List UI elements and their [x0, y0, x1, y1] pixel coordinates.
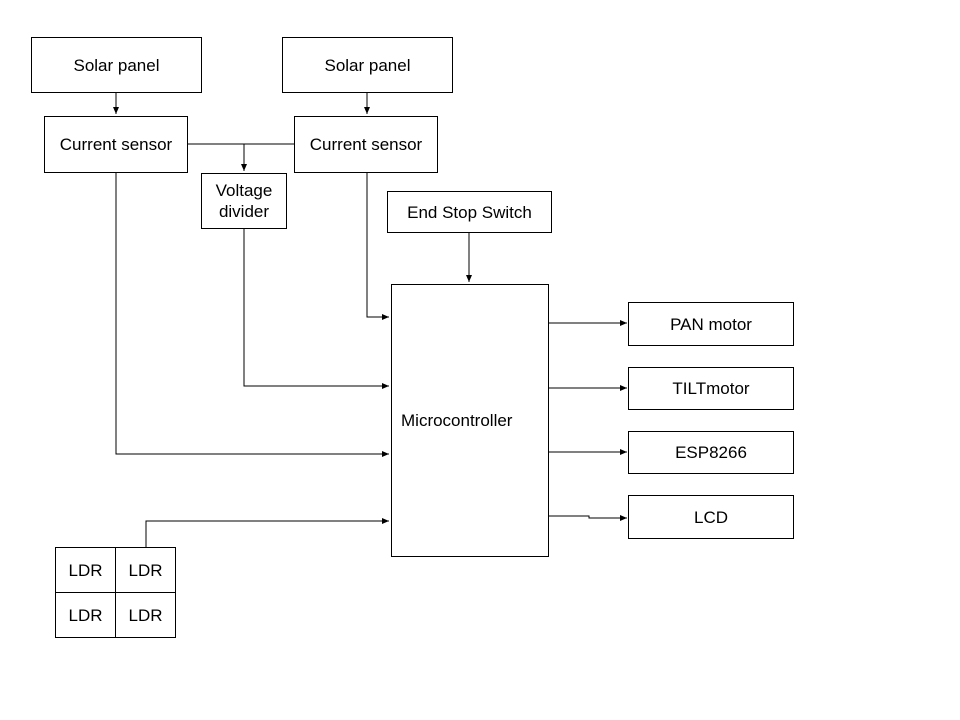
voltage-divider-block: Voltage divider: [201, 173, 287, 229]
lcd-label: LCD: [693, 507, 728, 527]
ldr-4-label: LDR: [128, 605, 163, 625]
wire-mcu-to-lcd: [549, 515, 627, 521]
current-sensor-1-block: Current sensor: [44, 116, 188, 173]
pan-motor-block: PAN motor: [628, 302, 794, 346]
esp8266-block: ESP8266: [628, 431, 794, 474]
ldr-cell-top-left: LDR: [55, 547, 116, 593]
tilt-motor-label: TILTmotor: [672, 379, 750, 398]
esp8266-label: ESP8266: [675, 443, 747, 462]
tilt-motor-block: TILTmotor: [628, 367, 794, 410]
microcontroller-block: Microcontroller: [391, 284, 549, 557]
current-sensor-2-block: Current sensor: [294, 116, 438, 173]
current-sensor-2-label: Current sensor: [309, 135, 423, 154]
ldr-3-label: LDR: [68, 605, 103, 625]
ldr-2-label: LDR: [128, 560, 163, 580]
wire-divider-to-mcu: [243, 229, 389, 389]
current-sensor-1-label: Current sensor: [59, 135, 173, 154]
ldr-cell-bottom-left: LDR: [55, 592, 116, 638]
solar-panel-1-label: Solar panel: [73, 55, 160, 75]
ldr-cell-bottom-right: LDR: [115, 592, 176, 638]
solar-panel-2-block: Solar panel: [282, 37, 453, 93]
ldr-1-label: LDR: [68, 560, 103, 580]
wire-ldr-to-mcu: [145, 518, 389, 547]
wire-sensor1-to-mcu: [115, 173, 389, 457]
ldr-cell-top-right: LDR: [115, 547, 176, 593]
pan-motor-label: PAN motor: [670, 314, 752, 334]
wire-sensor2-to-mcu: [366, 173, 389, 320]
lcd-block: LCD: [628, 495, 794, 539]
solar-panel-1-block: Solar panel: [31, 37, 202, 93]
end-stop-switch-label: End Stop Switch: [407, 202, 532, 222]
end-stop-switch-block: End Stop Switch: [387, 191, 552, 233]
voltage-divider-label: Voltage divider: [215, 181, 273, 221]
solar-panel-2-label: Solar panel: [324, 55, 411, 75]
microcontroller-label: Microcontroller: [401, 411, 513, 430]
